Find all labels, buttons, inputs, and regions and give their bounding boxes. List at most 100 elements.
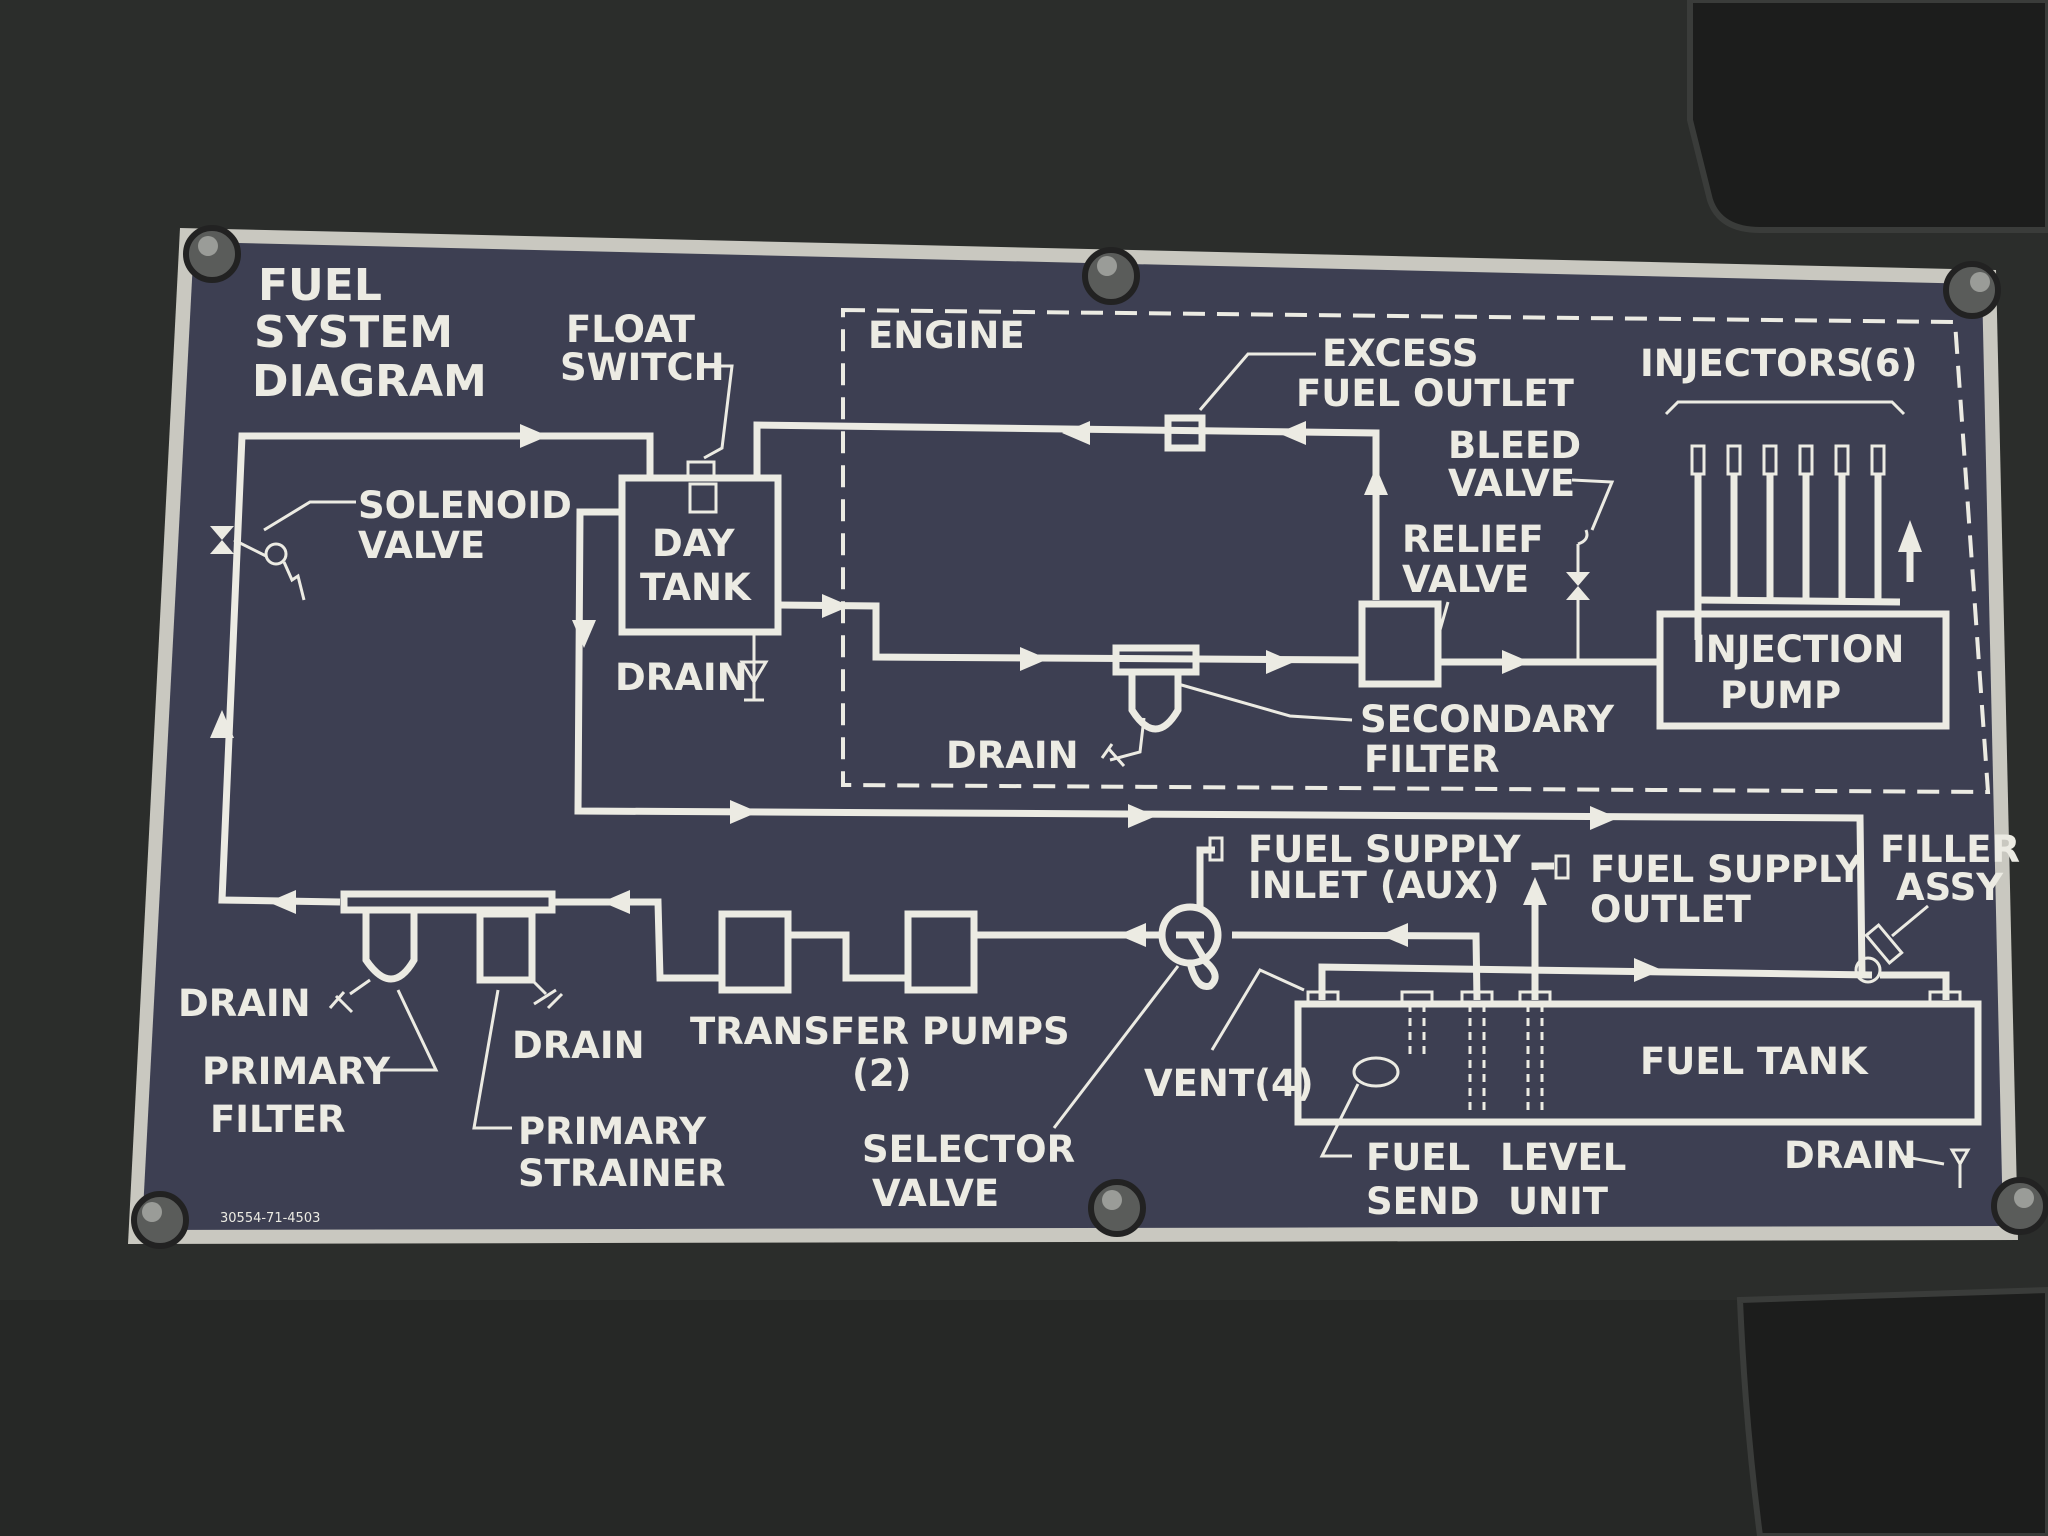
filler-assy-line: FILLER [1880,828,2020,871]
bleed-valve-line: VALVE [1448,462,1575,505]
excess-fuel-outlet-label: EXCESS FUEL OUTLET [1296,332,1575,415]
fuel-supply-inlet-line: FUEL SUPPLY [1248,828,1522,871]
drain-day-tank-label: DRAIN [615,656,748,699]
drain-primary-filter-label: DRAIN [178,982,311,1025]
solenoid-valve-line: SOLENOID [358,484,572,527]
drain-day-tank-symbol [739,632,769,702]
float-switch-line: SWITCH [560,346,725,389]
float-switch-body [688,482,718,514]
excess-fuel-leader [1198,352,1316,411]
mounting-screw [131,1191,189,1249]
relief-valve-line: VALVE [1402,558,1529,601]
drain-fuel-tank-symbol [1899,1148,1971,1188]
cabinet-bracket-top [1687,0,2048,233]
solenoid-leader [263,500,356,532]
fuel-send-label: FUEL SEND [1366,1136,1483,1223]
injectors-bracket [1664,400,1906,416]
primary-filter-leader [378,989,439,1072]
fuel-supply-inlet-port [1208,836,1224,862]
vent-label: VENT(4) [1144,1062,1314,1105]
injection-pump-line: PUMP [1720,674,1841,717]
secondary-filter-line: SECONDARY [1360,698,1615,741]
mounting-screw [183,225,241,283]
float-switch-leader [703,364,734,460]
injectors-label: INJECTORS (6) [1640,342,1918,385]
primary-strainer-label: PRIMARY STRAINER [518,1110,726,1195]
transfer-pumps-line: TRANSFER PUMPS [690,1010,1070,1053]
fuel-supply-outlet-line: OUTLET [1590,888,1752,931]
primary-strainer-line: PRIMARY [518,1110,707,1153]
drain-engine-label: DRAIN [946,734,1079,777]
excess-fuel-outlet-symbol [1164,414,1206,452]
secondary-filter-label: SECONDARY FILTER [1360,698,1627,781]
float-switch-label: FLOAT SWITCH [560,308,725,389]
level-unit-line: LEVEL [1500,1136,1626,1179]
bleed-valve-label: BLEED VALVE [1448,424,1594,505]
engine-boundary [841,307,1991,795]
transfer-pump [904,910,978,994]
fuel-tank-label: FUEL TANK [1640,1040,1869,1083]
filler-assy-line: ASSY [1896,866,2004,909]
relief-valve-line: RELIEF [1402,518,1544,561]
transfer-pumps-label: TRANSFER PUMPS (2) [690,1010,1083,1095]
relief-valve-label: RELIEF VALVE [1402,518,1557,601]
relief-valve-leader [1438,601,1450,631]
secondary-filter-line: FILTER [1364,738,1500,781]
primary-strainer-leader [472,989,512,1130]
engine-label: ENGINE [868,314,1025,357]
selector-valve-label: SELECTOR VALVE [862,1128,1088,1215]
fuel-send-leader [1319,1083,1360,1158]
mounting-screw [1088,1179,1146,1237]
part-number: 30554-71-4503 [220,1211,320,1226]
vent-leader [1210,968,1305,1051]
bleed-valve-leader [1571,478,1615,531]
selector-valve-line: VALVE [872,1172,999,1215]
fuel-send-line: SEND [1366,1180,1480,1223]
mounting-screw [1082,247,1140,305]
selector-valve [1158,903,1222,990]
filler-assy [1854,922,1904,984]
transfer-pump [718,910,792,994]
injector-set [1690,444,1914,606]
title-line: SYSTEM [254,307,453,358]
selector-valve-leader [1052,965,1180,1129]
day-tank [618,474,782,636]
secondary-filter-leader [1177,682,1353,722]
fuel-supply-inlet-line: INLET (AUX) [1248,864,1500,907]
fuel-tank-ports [1306,990,1962,1116]
bleed-valve [1566,529,1590,662]
injection-pump [1656,610,1950,730]
injection-pump-line: INJECTION [1692,628,1904,671]
drain-strainer-label: DRAIN [512,1024,645,1067]
solenoid-valve-label: SOLENOID VALVE [358,484,585,567]
injection-pump-label: INJECTION PUMP [1692,628,1917,717]
day-tank-line: TANK [640,566,752,609]
primary-filter-line: FILTER [210,1098,346,1141]
title-line: DIAGRAM [252,356,487,407]
float-switch-symbol [686,460,716,478]
excess-fuel-line: EXCESS [1322,332,1479,375]
transfer-pumps-line: (2) [852,1052,912,1095]
primary-filter-line: PRIMARY [202,1050,391,1093]
mounting-screw [1943,261,2001,319]
fuel-supply-inlet-label: FUEL SUPPLY INLET (AUX) [1248,828,1533,907]
flow-arrows [210,421,1922,982]
primary-filter [328,890,556,1014]
float-switch-line: FLOAT [566,308,696,351]
excess-fuel-line: FUEL OUTLET [1296,372,1575,415]
fuel-supply-outlet-port [1554,854,1570,880]
fuel-send-line: FUEL [1366,1136,1470,1179]
bleed-valve-line: BLEED [1448,424,1581,467]
level-unit-line: UNIT [1508,1180,1609,1223]
injectors-count: (6) [1858,342,1918,385]
level-unit-label: LEVEL UNIT [1500,1136,1639,1223]
relief-valve [1358,600,1442,688]
injectors-text: INJECTORS [1640,342,1863,385]
fuel-tank [1294,1000,1982,1126]
plate-title: FUEL SYSTEM DIAGRAM [252,260,487,407]
drain-fuel-tank-label: DRAIN [1784,1134,1917,1177]
filler-assy-label: FILLER ASSY [1880,828,2033,909]
solenoid-valve-line: VALVE [358,524,485,567]
day-tank-label: DAY TANK [640,522,752,609]
